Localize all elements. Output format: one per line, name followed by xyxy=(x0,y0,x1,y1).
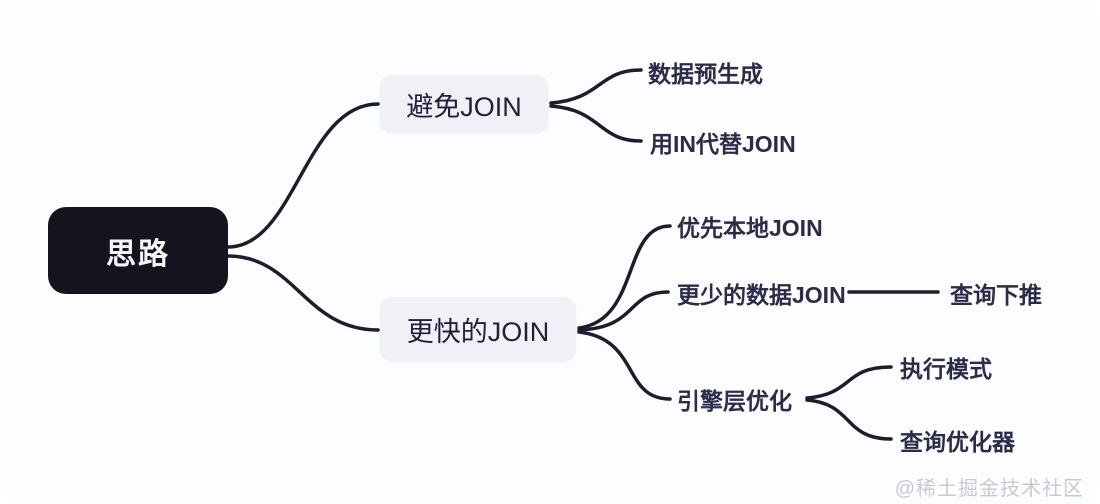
leaf-node-data-pregeneration[interactable]: 数据预生成 xyxy=(648,56,763,88)
leaf-node-label: 查询优化器 xyxy=(900,429,1015,455)
leaf-node-label: 查询下推 xyxy=(950,282,1042,308)
branch-node-label: 更快的JOIN xyxy=(406,316,550,347)
connector-faster-join-to-engine xyxy=(577,330,672,401)
branch-node-avoid-join[interactable]: 避免JOIN xyxy=(380,75,548,133)
leaf-node-less-data-join[interactable]: 更少的数据JOIN xyxy=(677,277,846,309)
leaf-node-label: 执行模式 xyxy=(900,356,992,382)
leaf-node-query-pushdown[interactable]: 查询下推 xyxy=(950,277,1042,309)
connector-faster-join-to-local-join xyxy=(577,224,672,330)
branch-node-label: 避免JOIN xyxy=(406,91,522,122)
root-node-label: 思路 xyxy=(106,237,170,271)
leaf-node-engine-layer-optimization[interactable]: 引擎层优化 xyxy=(677,383,792,415)
mindmap-root-node[interactable]: 思路 xyxy=(48,207,228,294)
connector-root-to-avoid-join xyxy=(226,102,380,249)
branch-node-faster-join[interactable]: 更快的JOIN xyxy=(380,297,576,361)
watermark: @稀土掘金技术社区 xyxy=(895,472,1084,501)
leaf-node-query-optimizer[interactable]: 查询优化器 xyxy=(900,424,1015,456)
connector-avoid-join-to-in-join xyxy=(549,104,643,143)
connector-avoid-join-to-pregen xyxy=(549,68,643,105)
leaf-node-label: 引擎层优化 xyxy=(677,388,792,414)
leaf-node-label: 用IN代替JOIN xyxy=(650,131,796,157)
leaf-node-label: 数据预生成 xyxy=(648,61,763,87)
leaf-node-label: 优先本地JOIN xyxy=(677,215,823,241)
leaf-node-prefer-local-join[interactable]: 优先本地JOIN xyxy=(677,210,823,242)
leaf-node-in-instead-of-join[interactable]: 用IN代替JOIN xyxy=(650,126,796,158)
watermark-text: @稀土掘金技术社区 xyxy=(894,478,1084,500)
leaf-node-execution-mode[interactable]: 执行模式 xyxy=(900,351,992,383)
connector-root-to-faster-join xyxy=(226,254,380,332)
connector-engine-to-exec-mode xyxy=(805,365,893,400)
connector-engine-to-optimizer xyxy=(805,398,893,441)
connector-faster-join-to-less-data xyxy=(577,290,670,332)
leaf-node-label: 更少的数据JOIN xyxy=(677,282,846,308)
